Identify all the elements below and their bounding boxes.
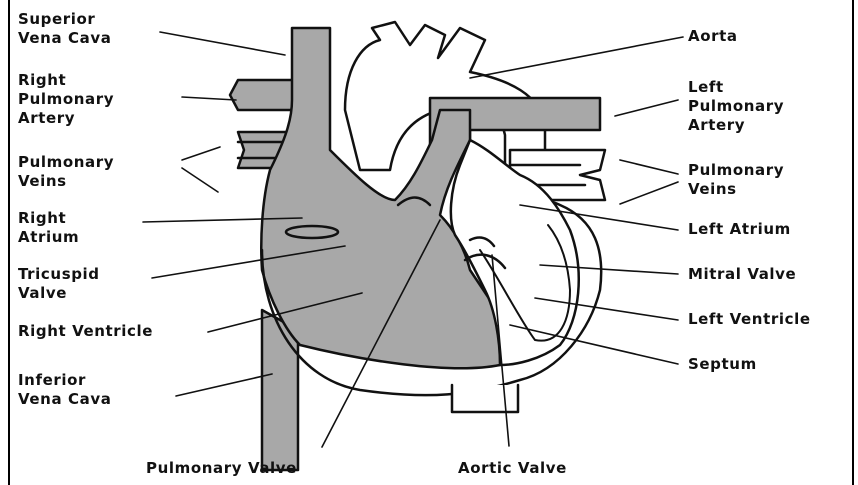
leader-pulmonary-veins-right-b xyxy=(620,182,678,204)
label-septum: Septum xyxy=(688,355,757,374)
leader-aorta xyxy=(470,37,683,78)
label-aortic-valve: Aortic Valve xyxy=(458,459,567,478)
label-right-pulmonary-artery: Right Pulmonary Artery xyxy=(18,71,114,128)
label-aorta: Aorta xyxy=(688,27,738,46)
label-left-atrium: Left Atrium xyxy=(688,220,791,239)
leader-pulmonary-veins-left-a xyxy=(182,147,220,160)
right-pulmonary-artery-shape xyxy=(230,80,300,110)
label-left-pulmonary-artery: Left Pulmonary Artery xyxy=(688,78,784,135)
label-tricuspid-valve: Tricuspid Valve xyxy=(18,265,100,303)
label-pulmonary-veins-left: Pulmonary Veins xyxy=(18,153,114,191)
label-pulmonary-valve: Pulmonary Valve xyxy=(146,459,297,478)
label-inferior-vena-cava: Inferior Vena Cava xyxy=(18,371,111,409)
label-mitral-valve: Mitral Valve xyxy=(688,265,796,284)
leader-left-pulmonary-artery xyxy=(615,100,678,116)
leader-superior-vena-cava xyxy=(160,32,285,55)
label-superior-vena-cava: Superior Vena Cava xyxy=(18,10,111,48)
descending-aorta-shape xyxy=(452,385,518,412)
label-right-atrium: Right Atrium xyxy=(18,209,79,247)
leader-pulmonary-veins-left-b xyxy=(182,168,218,192)
label-pulmonary-veins-right: Pulmonary Veins xyxy=(688,161,784,199)
label-right-ventricle: Right Ventricle xyxy=(18,322,153,341)
leader-inferior-vena-cava xyxy=(176,374,272,396)
leader-pulmonary-veins-right-a xyxy=(620,160,678,174)
label-left-ventricle: Left Ventricle xyxy=(688,310,811,329)
leader-right-pulmonary-artery xyxy=(182,97,236,100)
